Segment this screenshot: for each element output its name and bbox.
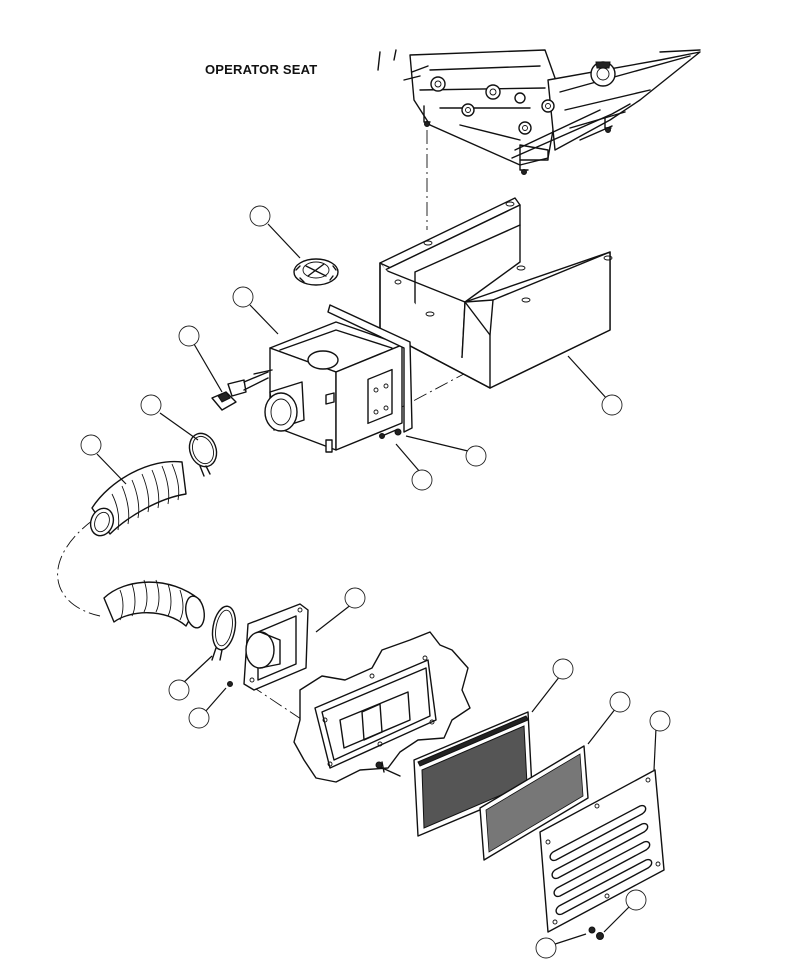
flex-hose-upper: [89, 460, 187, 537]
callout-bubble: [140, 394, 162, 416]
washer: [394, 428, 402, 436]
hose-clamp-lower: [211, 605, 237, 661]
callout-bubble: [411, 469, 433, 491]
operator-seat-assembly: [377, 49, 701, 175]
callout-bubble: [168, 679, 190, 701]
callout-bubble: [535, 937, 557, 959]
washer: [588, 926, 596, 934]
callout-bubble: [552, 658, 574, 680]
callout-bubble: [80, 434, 102, 456]
screw: [596, 932, 604, 940]
duct-adapter: [243, 603, 309, 691]
callout-bubble: [344, 587, 366, 609]
callout-bubble: [609, 691, 631, 713]
callout-bubble: [601, 394, 623, 416]
hose-clamp-upper: [188, 432, 218, 477]
callout-bubble: [232, 286, 254, 308]
louvered-grille: [539, 769, 665, 933]
air-filter: [413, 711, 533, 837]
flex-hose-lower: [103, 579, 205, 629]
callout-bubbles: [80, 205, 671, 959]
alignment-line: [399, 359, 491, 409]
filter-screen: [479, 745, 589, 861]
vent-cap: [293, 258, 339, 286]
leader-lines: [96, 223, 657, 947]
wire-connector: [211, 371, 269, 411]
seat-shroud: [379, 197, 613, 389]
alignment-line: [57, 519, 101, 617]
callout-bubble: [465, 445, 487, 467]
mounting-bolt: [377, 761, 401, 777]
operator-seat-label: OPERATOR SEAT: [205, 62, 318, 77]
heater-box: [253, 304, 413, 453]
callout-bubble: [649, 710, 671, 732]
washer: [227, 681, 233, 687]
callout-bubble: [178, 325, 200, 347]
callout-bubble: [625, 889, 647, 911]
panel-cutout: [293, 631, 471, 783]
callout-bubble: [249, 205, 271, 227]
callout-bubble: [188, 707, 210, 729]
